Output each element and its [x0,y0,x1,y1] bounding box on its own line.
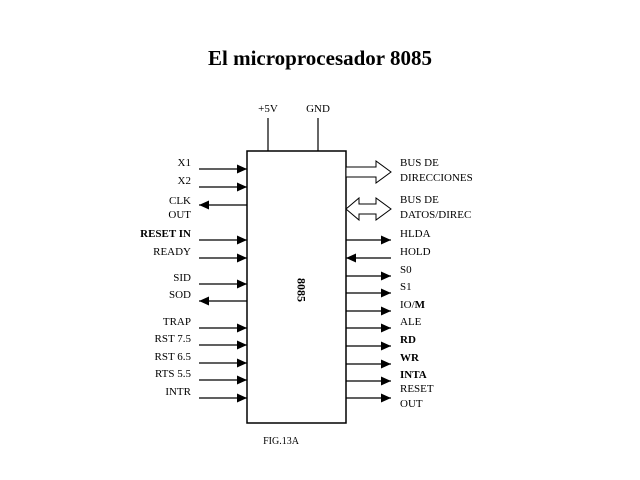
pin-s0: S0 [346,264,412,281]
power-pin-gnd: GND [306,103,330,151]
pin-label: OUT [400,398,423,410]
pin-ready: READY [153,246,247,263]
pin-address-bus: BUS DE DIRECCIONES [345,157,473,184]
chip-body [246,150,347,424]
pin-wr: WR [346,352,420,369]
pin-s1: S1 [346,281,412,298]
arrow-right-icon [381,288,391,298]
pin-label: READY [153,246,191,258]
arrow-right-icon [381,341,391,351]
pin-sid: SID [173,272,247,289]
arrow-right-icon [237,164,247,174]
arrow-right-icon [381,359,391,369]
pin-label: S0 [400,264,412,276]
pin-label: X2 [178,175,191,187]
pin-hold: HOLD [346,246,431,263]
pin-label: INTA [400,369,427,381]
pin-ale: ALE [346,316,422,333]
power-pin-label: GND [306,103,330,115]
pin-x2: X2 [178,175,247,192]
arrow-left-icon [199,200,209,210]
pin-label: RESET [400,383,434,395]
pin-sod: SOD [169,289,247,306]
bus-arrow-bidirectional-icon [345,196,392,222]
arrow-right-icon [381,323,391,333]
pin-reset-out: RESET OUT [346,383,434,410]
pin-label: RESET IN [140,228,191,240]
pin-label: WR [400,352,420,364]
pin-label: INTR [165,386,191,398]
arrow-right-icon [381,271,391,281]
pin-label: TRAP [163,316,191,328]
pin-label: RTS 5.5 [155,368,192,380]
arrow-right-icon [237,358,247,368]
pin-data-bus: BUS DE DATOS/DIREC [345,194,471,222]
pin-rts-5-5: RTS 5.5 [155,368,247,385]
arrow-right-icon [381,306,391,316]
arrow-right-icon [381,376,391,386]
pin-hlda: HLDA [346,228,431,245]
pin-label: BUS DE [400,194,439,206]
diagram-title: El microprocesador 8085 [208,46,432,70]
arrow-right-icon [237,323,247,333]
pin-clk-out: CLK OUT [168,195,247,221]
power-pin-label: +5V [258,103,278,115]
figure-caption: FIG.13A [263,436,300,447]
pin-label: DIRECCIONES [400,172,473,184]
pin-intr: INTR [165,386,247,403]
pin-label: DATOS/DIREC [400,209,471,221]
arrow-right-icon [237,182,247,192]
pin-label: S1 [400,281,412,293]
arrow-right-icon [381,393,391,403]
pin-label: X1 [178,157,191,169]
pin-label: RST 7.5 [155,333,192,345]
pin-label: CLK [169,195,191,207]
arrow-right-icon [237,235,247,245]
pin-trap: TRAP [163,316,247,333]
pin-reset-in: RESET IN [140,228,247,245]
pin-label: IO/M [400,299,426,311]
pin-label: SOD [169,289,191,301]
pin-label: BUS DE [400,157,439,169]
power-pin-vcc: +5V [258,103,278,151]
chip-label: 8085 [294,278,308,302]
pin-rst-7-5: RST 7.5 [155,333,247,350]
pin-x1: X1 [178,157,247,174]
arrow-left-icon [346,253,356,263]
pin-rst-6-5: RST 6.5 [155,351,247,368]
pin-label: RST 6.5 [155,351,192,363]
pin-label: HLDA [400,228,431,240]
arrow-right-icon [237,375,247,385]
pin-inta: INTA [346,369,427,386]
arrow-right-icon [381,235,391,245]
pin-label: SID [173,272,191,284]
pin-label: ALE [400,316,422,328]
pin-label: RD [400,334,416,346]
pin-io-m: IO/M [346,299,426,316]
arrow-right-icon [237,253,247,263]
pin-label: HOLD [400,246,431,258]
arrow-right-icon [237,340,247,350]
pin-rd: RD [346,334,416,351]
arrow-right-icon [237,393,247,403]
arrow-right-icon [237,279,247,289]
arrow-left-icon [199,296,209,306]
pin-label: OUT [168,209,191,221]
bus-arrow-right-icon [345,160,392,184]
